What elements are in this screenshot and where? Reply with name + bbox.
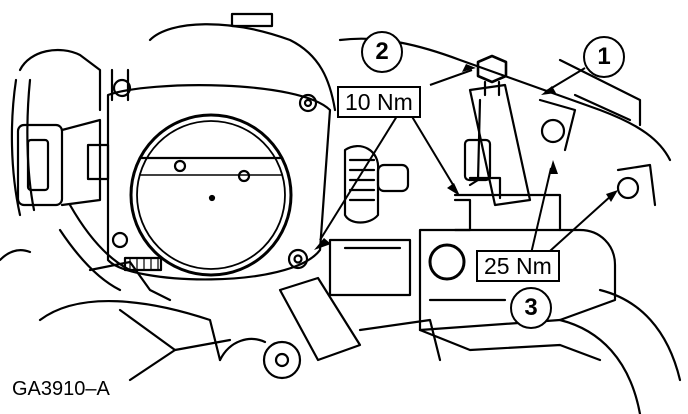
screw-grille <box>123 256 163 272</box>
wiring-harness <box>18 48 102 112</box>
bracket <box>278 276 362 362</box>
callout-1: 1 <box>583 36 625 78</box>
idle-sensor-post <box>110 68 130 102</box>
right-rail <box>558 58 642 127</box>
ribbed-spring <box>343 144 380 224</box>
support-bracket <box>468 83 532 207</box>
arrow-to-far-bolt <box>606 190 618 202</box>
lower-lever <box>88 260 172 302</box>
right-rail-inner <box>573 93 632 122</box>
upper-bolt <box>298 93 318 113</box>
throttle-bore-outer <box>129 113 293 277</box>
leader-2-a <box>319 99 408 241</box>
arrowheads <box>314 64 618 250</box>
figure-id: GA3910–A <box>12 378 110 400</box>
leader-3-a <box>529 167 552 259</box>
throttle-housing <box>106 84 332 281</box>
leader-lines <box>319 67 613 261</box>
sensor-connector <box>16 123 64 207</box>
torque-label-10nm: 10 Nm <box>337 86 421 118</box>
upper-housing-outline <box>148 23 337 112</box>
torque-label-25nm: 25 Nm <box>476 250 560 282</box>
bracket-arm <box>453 193 562 232</box>
hex-bolt <box>476 54 508 84</box>
harness-coil <box>68 203 132 272</box>
right-bolt <box>540 118 566 144</box>
arrow-to-lower-bolt <box>314 238 331 250</box>
lower-left-bolt <box>287 248 309 270</box>
throttle-bore-inner <box>136 120 286 270</box>
plenum-port <box>428 243 466 281</box>
arrow-to-bracket <box>447 183 460 196</box>
leader-2-up <box>429 69 473 86</box>
callout-2: 2 <box>361 31 403 73</box>
top-clip <box>230 12 274 28</box>
leader-3-b <box>539 194 613 261</box>
arrow-to-right-bolt <box>549 160 558 174</box>
arrow-to-component <box>541 86 556 95</box>
intake-plenum <box>418 228 617 332</box>
arrow-to-hex-bolt <box>462 64 476 72</box>
callout-3: 3 <box>510 287 552 329</box>
right-hose <box>598 288 682 382</box>
